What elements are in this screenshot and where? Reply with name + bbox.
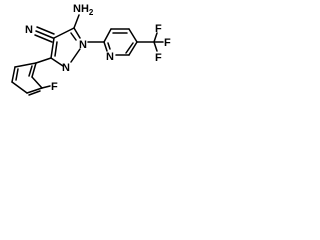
amine-label: NH2 [73, 3, 94, 17]
phenyl-bond-5 [11, 66, 16, 83]
amine-label-subscript: 2 [89, 8, 94, 17]
pyrazole-ring [50, 27, 81, 67]
pyridine-bond-4 [128, 41, 138, 56]
nitrile-nitrogen-label: N [25, 24, 33, 36]
phenyl-bond-1-inner [28, 65, 33, 77]
phenyl-bond-3 [26, 87, 43, 94]
phenyl-bond-5-inner [15, 68, 19, 81]
pyridine-bond-6 [103, 41, 108, 52]
pyrazole-bond-c5-n1 [73, 27, 81, 39]
aryl-fluorine-label: F [51, 81, 58, 93]
nitrile-bond-1 [35, 30, 54, 39]
cf3-fluorine-top-label: F [155, 23, 162, 35]
amine-label-main: NH [73, 3, 89, 15]
cf3-fluorine-bottom-label: F [155, 52, 162, 64]
pyrazole-n2-label: N [62, 62, 70, 74]
phenyl-bond-3-inner [28, 90, 41, 96]
pyrazole-bond-n2-c3 [50, 57, 64, 67]
pyridine-nitrogen-label: N [106, 51, 114, 63]
nitrile-bond-3 [34, 34, 53, 43]
pyridine-bond-4-inner [125, 42, 134, 54]
pyrazole-bond-c3-c4-inner [54, 41, 58, 57]
trifluoromethyl-group [136, 32, 164, 52]
phenyl-bond-1 [31, 62, 37, 78]
aryl-fluorine-bond [41, 85, 51, 89]
pyrazole-n1-label: N [79, 39, 87, 51]
chemical-structure: N NH2 N N N F F F F [11, 3, 171, 96]
pyridine-bond-1 [103, 28, 112, 43]
pyridine-ring [87, 28, 138, 56]
fluorophenyl-ring [11, 57, 52, 96]
pyrazole-bond-n1-n2 [70, 48, 81, 63]
amine-bond [73, 14, 80, 29]
nitrile-group [34, 26, 55, 43]
phenyl-bond-2 [31, 76, 43, 89]
pyrazole-bond-c3-c4 [50, 37, 55, 59]
pyrazole-bond-c4-c5 [53, 27, 75, 39]
pyridine-bond-3 [128, 28, 138, 43]
phenyl-link-bond [35, 57, 52, 64]
phenyl-bond-4 [11, 81, 28, 94]
pyridine-bond-6-inner [107, 42, 111, 50]
cf3-fluorine-right-label: F [164, 37, 171, 49]
cf3-bond-top [153, 32, 158, 43]
cf3-bond-bottom [153, 41, 158, 52]
pyrazole-bond-c5-n1-inner [70, 32, 77, 41]
nitrile-bond-2 [36, 26, 55, 35]
phenyl-bond-6 [14, 62, 37, 68]
